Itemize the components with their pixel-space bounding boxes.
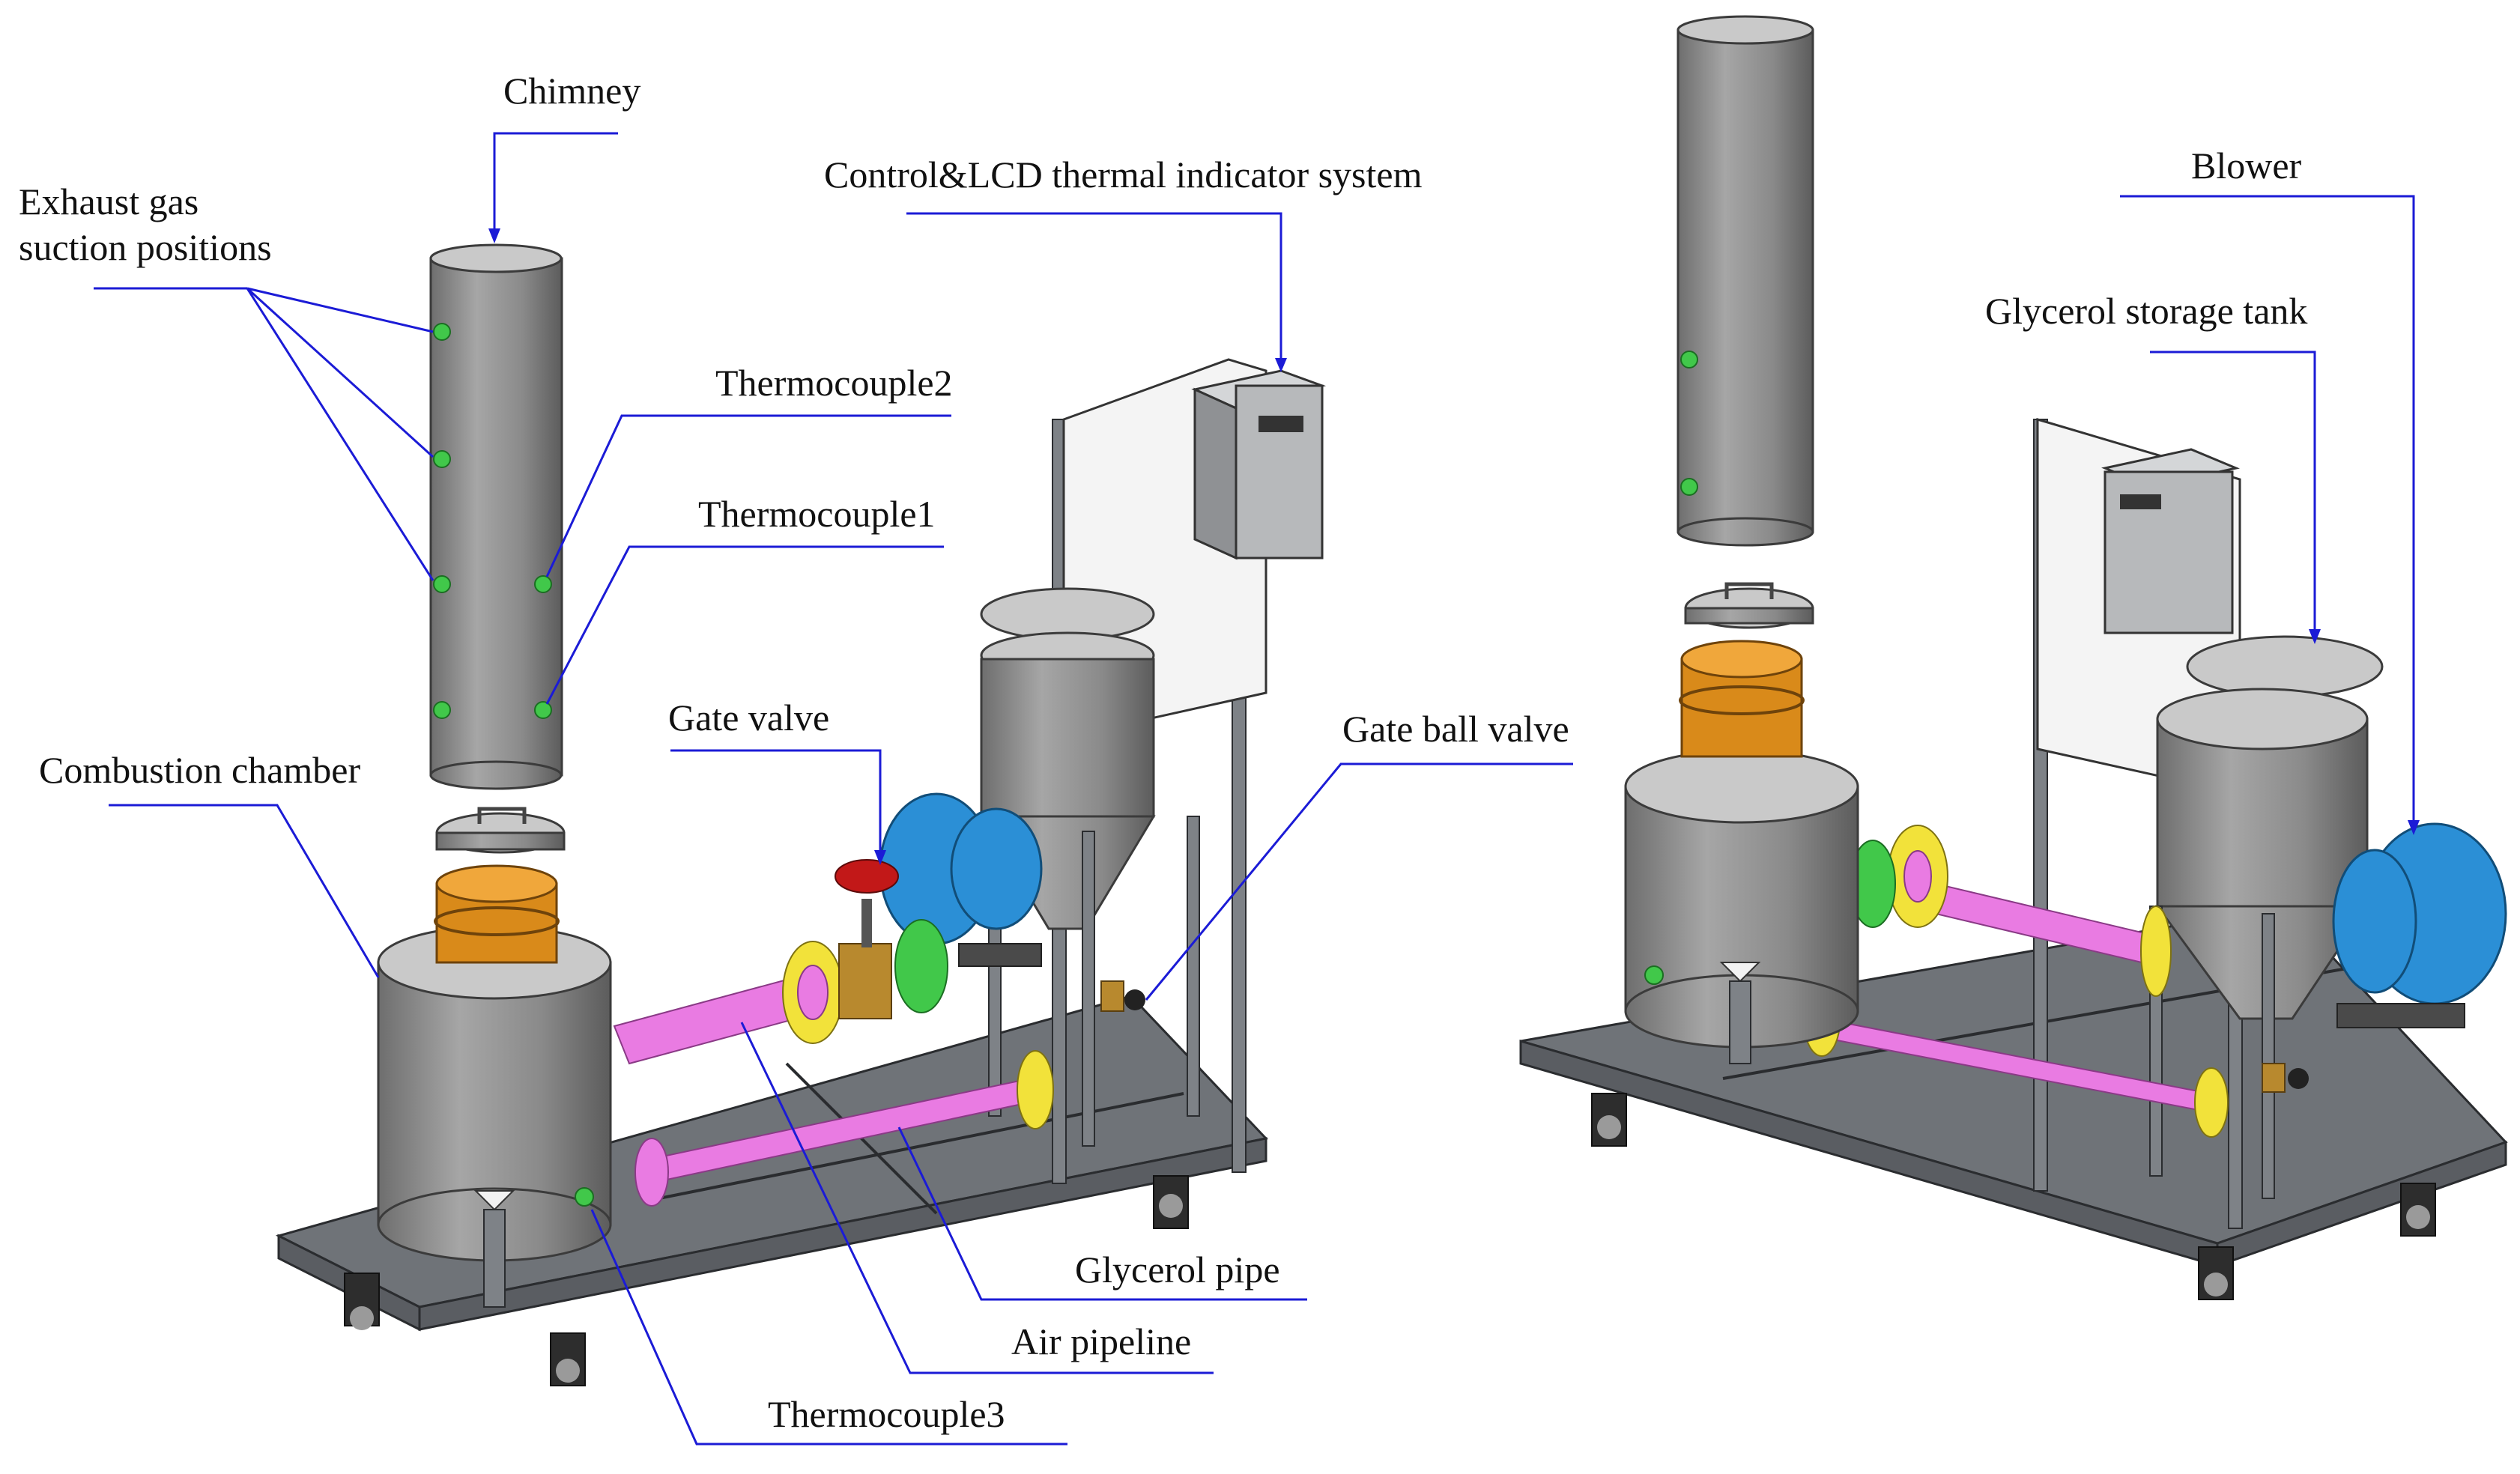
thermocouple2-leader xyxy=(545,414,951,577)
control-leader xyxy=(906,212,1282,360)
glycerol-pipe-leader xyxy=(897,1126,1307,1301)
exhaust-leader-2 xyxy=(246,287,434,458)
exhaust-leader-3 xyxy=(246,288,434,581)
caster-wheel xyxy=(344,1273,380,1330)
combustion-chamber-right xyxy=(1624,640,1859,1064)
leader-lines xyxy=(94,132,2420,1446)
caster-wheel xyxy=(2198,1246,2234,1300)
label-blower: Blower xyxy=(2191,145,2302,186)
blower-right xyxy=(2332,822,2507,1028)
glycerol-pipe-nozzle xyxy=(634,1138,669,1207)
gate-ball-valve-leader xyxy=(1145,762,1573,1001)
chimney-left xyxy=(429,243,563,790)
control-lcd-box xyxy=(1191,369,1327,560)
flange xyxy=(1017,1050,1054,1129)
label-exhaust-line1: Exhaust gas xyxy=(19,181,199,222)
label-control-system: Control&LCD thermal indicator system xyxy=(824,154,1423,195)
thermocouple3-leader xyxy=(590,1209,1067,1446)
blower-leader xyxy=(2120,195,2415,824)
labels: Chimney Exhaust gas suction positions Co… xyxy=(19,70,2307,1435)
thermocouple1-port xyxy=(534,701,552,719)
label-thermocouple1: Thermocouple1 xyxy=(698,493,936,535)
right-assembly xyxy=(1519,15,2508,1300)
air-pipeline-leader xyxy=(740,1022,1214,1374)
caster-wheel xyxy=(2400,1183,2436,1237)
thermocouple1-leader xyxy=(545,545,944,705)
left-assembly xyxy=(275,243,1327,1386)
flange xyxy=(2194,1067,2229,1138)
control-arrowhead xyxy=(1275,358,1287,372)
control-lcd-box-right xyxy=(2101,448,2240,634)
caster-wheel xyxy=(1591,1093,1627,1147)
gate-valve-body xyxy=(838,943,892,1019)
chimney-leader xyxy=(493,132,618,232)
label-combustion-chamber: Combustion chamber xyxy=(39,749,360,791)
exhaust-port xyxy=(1680,351,1698,368)
chimney-arrowhead xyxy=(488,228,500,243)
flange-bore xyxy=(797,965,829,1020)
label-glycerol-storage-tank: Glycerol storage tank xyxy=(1985,290,2307,332)
caster-wheel xyxy=(550,1332,586,1386)
air-inlet-coupling xyxy=(894,919,948,1013)
label-chimney: Chimney xyxy=(503,70,640,112)
label-glycerol-pipe: Glycerol pipe xyxy=(1075,1249,1280,1290)
blower-arrowhead xyxy=(2408,820,2420,835)
gate-valve-arrowhead xyxy=(874,850,886,865)
gate-ball-valve-right xyxy=(2262,1063,2309,1093)
label-gate-ball-valve: Gate ball valve xyxy=(1342,708,1569,750)
thermocouple3-port-right xyxy=(1644,965,1664,985)
flange-bore xyxy=(1903,850,1932,903)
gate-valve-handwheel xyxy=(835,859,899,894)
label-gate-valve: Gate valve xyxy=(668,697,829,738)
combustion-leader xyxy=(109,804,380,978)
exhaust-port xyxy=(433,450,451,468)
label-exhaust-line2: suction positions xyxy=(19,226,272,268)
exhaust-leader-1 xyxy=(246,287,434,333)
thermocouple3-port xyxy=(575,1187,594,1207)
storage-tank-leader xyxy=(2150,351,2316,633)
chamber-lid xyxy=(435,807,566,854)
gate-valve-stem xyxy=(861,899,872,947)
caster-wheel xyxy=(1153,1175,1189,1229)
label-thermocouple3: Thermocouple3 xyxy=(768,1393,1005,1435)
label-air-pipeline: Air pipeline xyxy=(1011,1320,1191,1362)
flange xyxy=(2140,906,2172,997)
gate-ball-valve-left xyxy=(1100,980,1145,1012)
chamber-lid-right xyxy=(1684,582,1814,629)
panel-post xyxy=(1232,692,1247,1173)
cross-member xyxy=(658,1092,1184,1200)
exhaust-port xyxy=(433,575,451,593)
exhaust-port xyxy=(433,323,451,341)
chimney-right xyxy=(1677,15,1814,547)
label-thermocouple2: Thermocouple2 xyxy=(715,362,953,404)
exhaust-port xyxy=(1680,478,1698,496)
exhaust-port xyxy=(433,701,451,719)
combustion-chamber xyxy=(377,864,612,1308)
gate-valve-leader xyxy=(670,749,882,854)
blower-left xyxy=(879,792,1043,967)
thermocouple2-port xyxy=(534,575,552,593)
storage-tank-arrowhead xyxy=(2309,629,2321,644)
glycerol-storage-tank-right xyxy=(2149,635,2384,1199)
